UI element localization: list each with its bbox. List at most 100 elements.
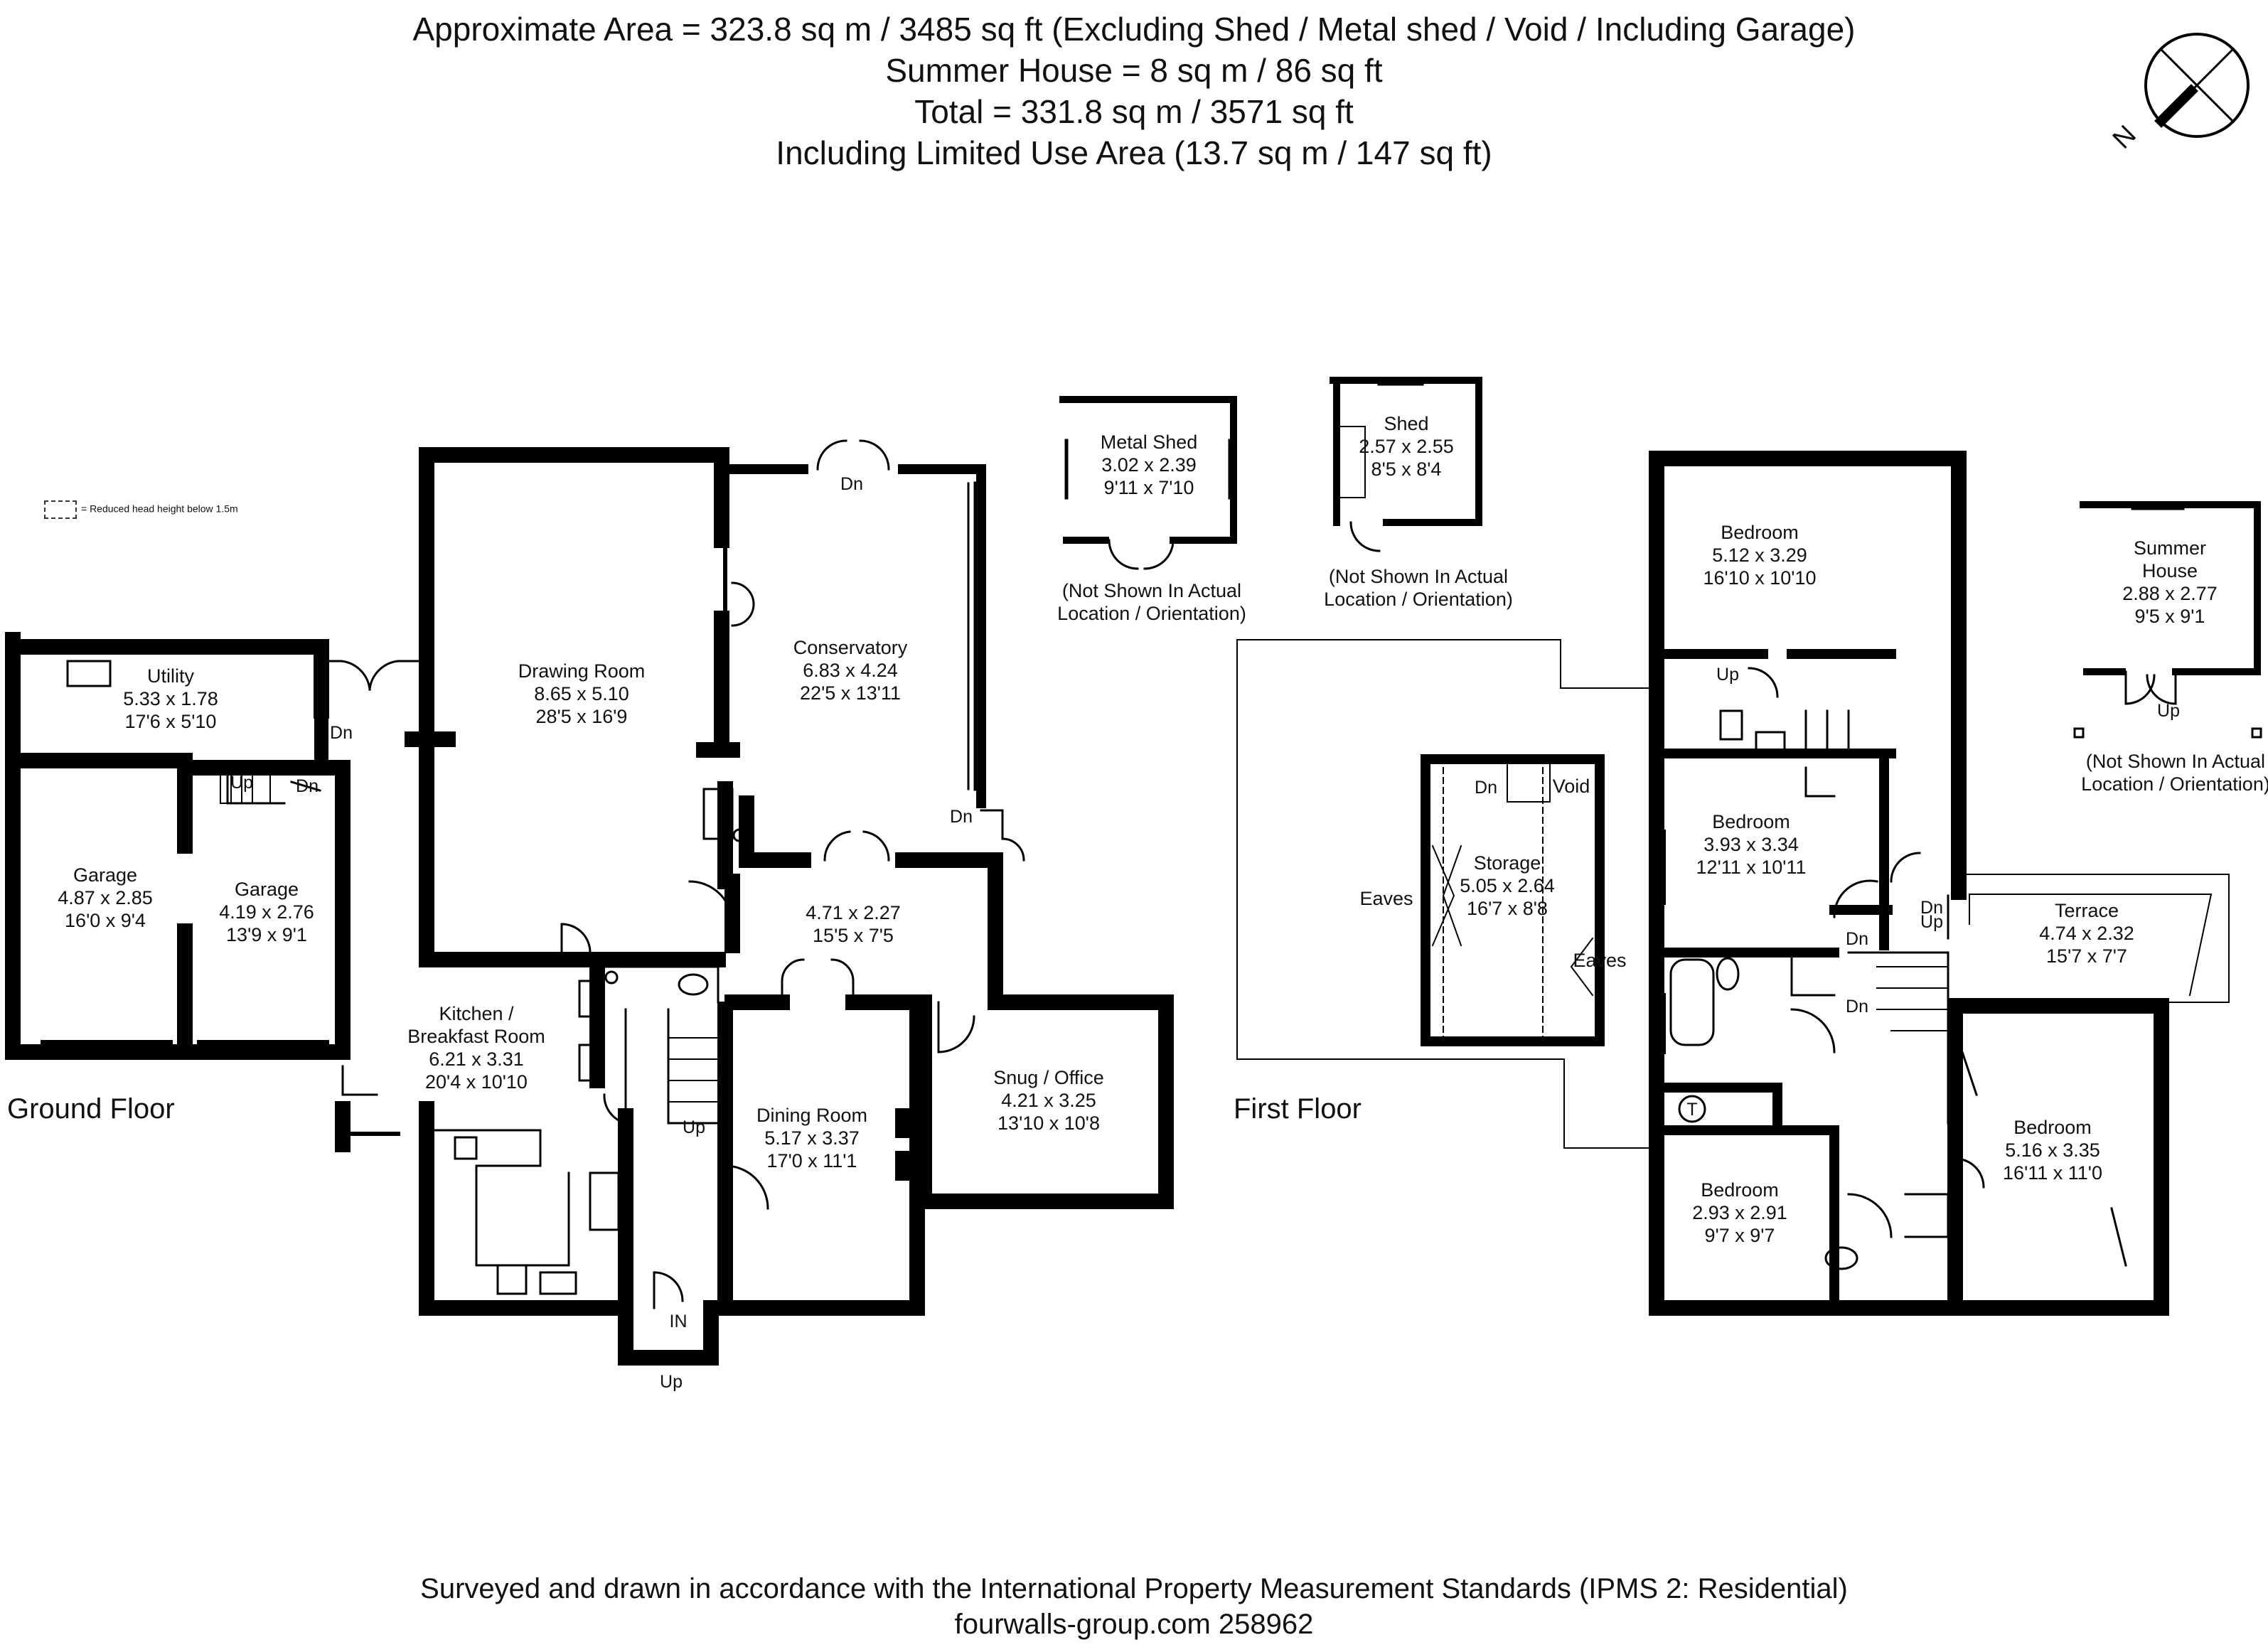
room-summer-house: Summer House 2.88 x 2.77 9'5 x 9'1 xyxy=(2122,537,2218,628)
marker-up: Up xyxy=(1920,912,1943,932)
room-name: Terrace xyxy=(2054,900,2119,921)
room-imperial: 22'5 x 13'11 xyxy=(800,682,901,704)
shed-note: (Not Shown In Actual Location / Orientat… xyxy=(1324,565,1513,611)
marker-dn: Dn xyxy=(330,723,353,743)
room-name: Kitchen / xyxy=(439,1003,514,1024)
room-metric: 8.65 x 5.10 xyxy=(534,683,629,704)
room-drawing: Drawing Room 8.65 x 5.10 28'5 x 16'9 xyxy=(518,660,646,728)
room-bedroom-4: Bedroom 5.16 x 3.35 16'11 x 11'0 xyxy=(2003,1116,2102,1184)
room-metric: 4.87 x 2.85 xyxy=(58,887,153,908)
room-imperial: 16'10 x 10'10 xyxy=(1703,567,1817,589)
room-name: Utility xyxy=(146,665,194,687)
note-line: Location / Orientation) xyxy=(2081,773,2268,795)
footer-standards: Surveyed and drawn in accordance with th… xyxy=(420,1573,1848,1604)
north-compass-icon xyxy=(2144,33,2250,138)
room-name: Conservatory xyxy=(793,637,908,658)
room-bedroom-2: Bedroom 3.93 x 3.34 12'11 x 10'11 xyxy=(1696,810,1807,879)
marker-up: Up xyxy=(1716,665,1739,685)
room-name: Breakfast Room xyxy=(407,1026,545,1047)
marker-up: Up xyxy=(2157,701,2180,721)
room-metric: 5.33 x 1.78 xyxy=(123,688,218,709)
area-line-4: Including Limited Use Area (13.7 sq m / … xyxy=(776,134,1492,171)
room-name: Bedroom xyxy=(1701,1179,1779,1201)
room-name: Bedroom xyxy=(1712,811,1790,832)
marker-up: Up xyxy=(683,1117,705,1137)
marker-dn: Dn xyxy=(950,807,973,827)
marker-dn: Dn xyxy=(296,776,319,796)
room-imperial: 13'9 x 9'1 xyxy=(226,924,307,945)
room-metric: 4.74 x 2.32 xyxy=(2039,923,2134,944)
room-name: Snug / Office xyxy=(993,1067,1104,1088)
void-label: Void xyxy=(1552,776,1590,797)
area-line-1: Approximate Area = 323.8 sq m / 3485 sq … xyxy=(412,11,1856,48)
marker-dn: Dn xyxy=(1846,929,1868,949)
room-name: Metal Shed xyxy=(1100,431,1198,453)
note-line: Location / Orientation) xyxy=(1324,589,1513,610)
footer: Surveyed and drawn in accordance with th… xyxy=(0,1571,2268,1642)
note-line: (Not Shown In Actual xyxy=(1061,580,1242,601)
room-imperial: 9'7 x 9'7 xyxy=(1704,1225,1775,1246)
room-metal-shed: Metal Shed 3.02 x 2.39 9'11 x 7'10 xyxy=(1101,431,1198,499)
room-imperial: 17'6 x 5'10 xyxy=(124,711,217,732)
eaves-label-left: Eaves xyxy=(1359,888,1413,909)
room-imperial: 8'5 x 8'4 xyxy=(1371,458,1442,480)
room-metric: 5.05 x 2.64 xyxy=(1460,875,1555,896)
note-line: (Not Shown In Actual xyxy=(1328,566,1509,587)
room-imperial: 15'7 x 7'7 xyxy=(2046,945,2127,967)
room-imperial: 20'4 x 10'10 xyxy=(425,1071,528,1093)
marker-dn: Dn xyxy=(1920,898,1943,918)
room-name: Dining Room xyxy=(756,1105,868,1126)
legend-text: = Reduced head height below 1.5m xyxy=(81,503,238,515)
room-metric: 2.88 x 2.77 xyxy=(2122,583,2218,604)
room-conservatory: Conservatory 6.83 x 4.24 22'5 x 13'11 xyxy=(793,636,908,704)
room-name: Summer xyxy=(2133,537,2207,559)
room-name: Bedroom xyxy=(1721,522,1799,543)
marker-up: Up xyxy=(230,773,253,793)
first-floor-label: First Floor xyxy=(1234,1093,1362,1125)
summer-house-note: (Not Shown In Actual Location / Orientat… xyxy=(2081,750,2268,795)
room-metric: 2.93 x 2.91 xyxy=(1692,1202,1787,1223)
marker-dn: Dn xyxy=(840,474,863,494)
room-shed: Shed 2.57 x 2.55 8'5 x 8'4 xyxy=(1359,412,1454,481)
room-metric: 6.83 x 4.24 xyxy=(803,660,898,681)
room-name: Storage xyxy=(1473,852,1541,874)
room-name: House xyxy=(2141,560,2198,581)
ground-floor-label: Ground Floor xyxy=(7,1093,175,1125)
room-snug: Snug / Office 4.21 x 3.25 13'10 x 10'8 xyxy=(993,1066,1104,1135)
toilet-marker: T xyxy=(1686,1100,1698,1120)
room-metric: 2.57 x 2.55 xyxy=(1359,436,1454,457)
room-imperial: 28'5 x 16'9 xyxy=(535,706,628,727)
note-line: (Not Shown In Actual xyxy=(2085,751,2266,772)
room-imperial: 16'11 x 11'0 xyxy=(2003,1162,2102,1184)
metal-shed-note: (Not Shown In Actual Location / Orientat… xyxy=(1057,579,1246,625)
note-line: Location / Orientation) xyxy=(1057,603,1246,624)
room-name: Drawing Room xyxy=(518,660,646,682)
room-bedroom-1: Bedroom 5.12 x 3.29 16'10 x 10'10 xyxy=(1703,521,1817,589)
room-terrace: Terrace 4.74 x 2.32 15'7 x 7'7 xyxy=(2039,899,2134,967)
room-name: Garage xyxy=(73,864,138,886)
area-line-2: Summer House = 8 sq m / 86 sq ft xyxy=(885,52,1383,89)
room-imperial: 9'11 x 7'10 xyxy=(1103,477,1194,498)
marker-dn: Dn xyxy=(1846,997,1868,1017)
room-metric: 5.16 x 3.35 xyxy=(2005,1139,2100,1161)
room-name: Bedroom xyxy=(2013,1117,2092,1138)
footer-reference: fourwalls-group.com 258962 xyxy=(954,1609,1314,1640)
marker-dn: Dn xyxy=(1475,778,1497,798)
room-metric: 3.02 x 2.39 xyxy=(1101,454,1197,476)
marker-in: IN xyxy=(669,1312,688,1331)
room-name: Shed xyxy=(1384,413,1429,434)
room-imperial: 15'5 x 7'5 xyxy=(813,925,894,946)
room-imperial: 13'10 x 10'8 xyxy=(997,1112,1100,1134)
room-imperial: 16'7 x 8'8 xyxy=(1467,898,1548,919)
room-metric: 4.21 x 3.25 xyxy=(1001,1090,1096,1111)
room-metric: 4.19 x 2.76 xyxy=(219,901,314,923)
dashed-box-icon xyxy=(44,500,77,519)
room-imperial: 17'0 x 11'1 xyxy=(766,1150,857,1171)
room-name: Garage xyxy=(234,879,299,900)
room-imperial: 16'0 x 9'4 xyxy=(65,910,146,931)
head-height-legend: = Reduced head height below 1.5m xyxy=(44,500,238,519)
area-summary: Approximate Area = 323.8 sq m / 3485 sq … xyxy=(0,9,2268,173)
room-kitchen: Kitchen / Breakfast Room 6.21 x 3.31 20'… xyxy=(407,1002,545,1093)
eaves-label-right: Eaves xyxy=(1573,950,1627,971)
